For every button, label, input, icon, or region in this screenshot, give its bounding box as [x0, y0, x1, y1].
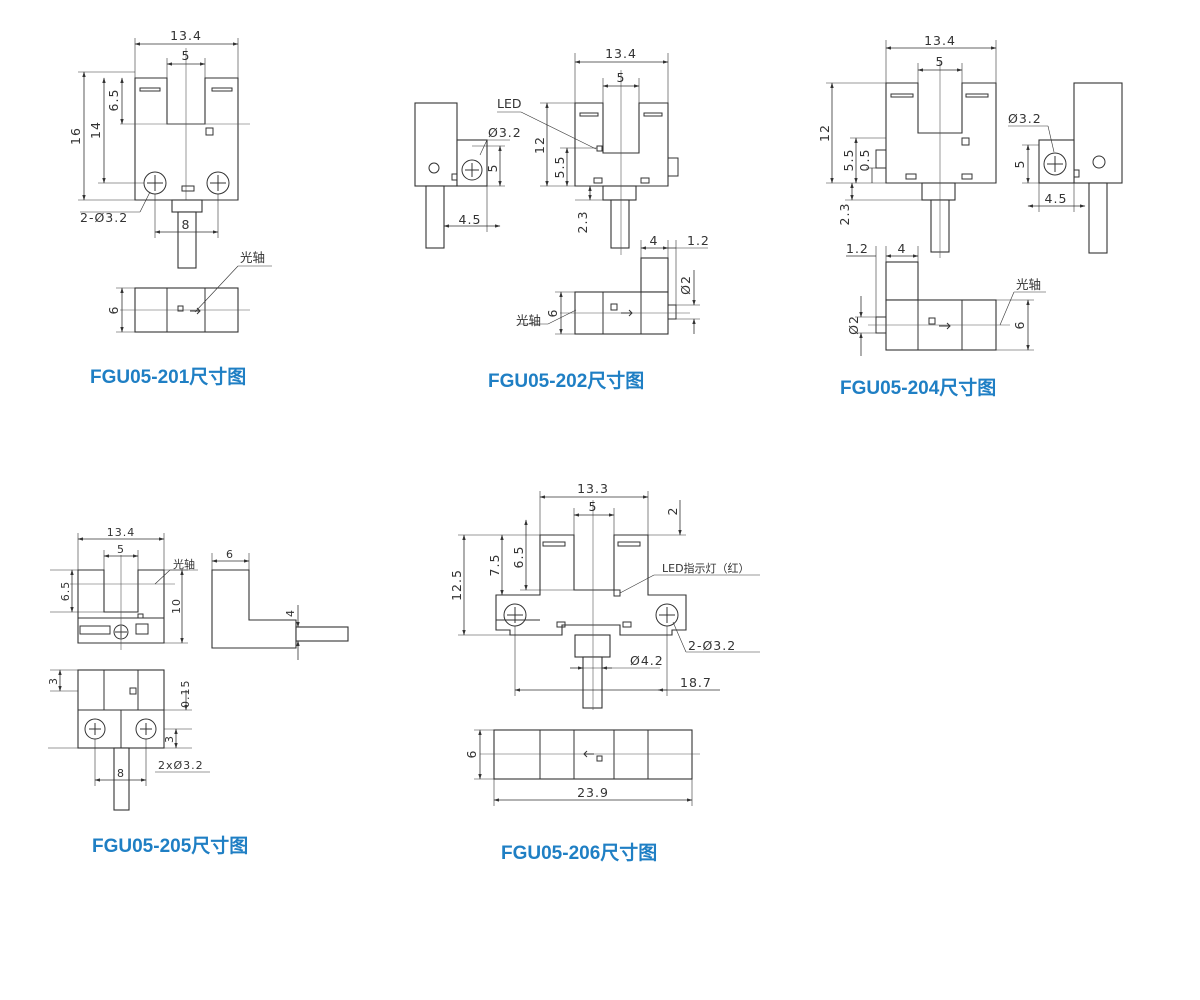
dim-led-diameter: Ø2 [846, 315, 861, 335]
optical-axis-label: 光轴 [516, 313, 541, 328]
dim-side-depth: 6 [226, 548, 234, 561]
arrow-right-icon [621, 309, 633, 317]
optical-axis-label: 光轴 [173, 557, 195, 571]
dim-height: 12 [532, 136, 547, 154]
dim-pitch: 8 [182, 217, 191, 232]
fgu05-201-front-body [134, 77, 239, 201]
dim-height: 12 [817, 124, 832, 142]
dim-top: 3 [47, 677, 60, 685]
dim-depth: 6 [106, 306, 121, 315]
fgu05-205-drawing: 13.4 5 光轴 6.5 10 6 4 [47, 526, 349, 811]
dim-depth-4: 4 [650, 233, 659, 248]
led-window-icon [205, 127, 214, 136]
dim-width: 13.3 [577, 481, 609, 496]
mounting-hole-icon [206, 171, 230, 195]
dim-height: 10 [170, 598, 183, 614]
led-label: LED [497, 96, 522, 111]
fgu05-205-side-body [211, 569, 297, 649]
mounting-hole-icon [655, 603, 679, 627]
led-indicator-label: LED指示灯（红） [662, 561, 750, 575]
title-fgu05-202: FGU05-202尺寸图 [488, 371, 645, 392]
optical-axis-label: 光轴 [1016, 277, 1041, 292]
dim-led-height: 7.5 [487, 554, 502, 577]
fgu05-206-front-body [495, 534, 687, 636]
mounting-hole-icon [461, 159, 483, 181]
dim-width: 13.4 [170, 28, 202, 43]
dim-depth: 6 [1012, 321, 1027, 330]
title-fgu05-206: FGU05-206尺寸图 [501, 843, 658, 864]
title-fgu05-204: FGU05-204尺寸图 [840, 378, 997, 399]
dim-slot: 5 [182, 48, 191, 63]
dim-hole-offset: 4.5 [459, 212, 482, 227]
fgu05-204-side-body [1073, 82, 1123, 184]
dim-height: 12.5 [449, 569, 464, 601]
dim-slot: 5 [589, 499, 598, 514]
dim-pitch: 18.7 [680, 675, 712, 690]
dim-hole: Ø3.2 [488, 125, 522, 140]
dim-top: 2 [665, 507, 680, 516]
optical-axis-label: 光轴 [240, 250, 265, 265]
fgu05-201-drawing: 13.4 5 16 14 6.5 2-Ø3.2 8 光轴 6 [68, 28, 272, 333]
dim-width: 13.4 [605, 46, 637, 61]
dim-stem: Ø4.2 [630, 653, 664, 668]
led-window-icon [596, 145, 603, 152]
dim-led-height: 5.5 [552, 156, 567, 179]
dim-led-diameter: Ø2 [678, 275, 693, 295]
fgu05-202-front-body [574, 102, 669, 187]
dim-led-offset: 1.2 [687, 233, 710, 248]
dim-led-offset: 0.5 [857, 149, 872, 172]
fgu05-204-drawing: 13.4 5 12 5.5 0.5 2.3 Ø3.2 5 4.5 [817, 33, 1123, 356]
dim-hole-height: 5 [1012, 160, 1027, 169]
dim-cable: 4 [284, 609, 297, 617]
arrow-right-icon [939, 322, 951, 330]
dim-length: 23.9 [577, 785, 609, 800]
dim-slot: 5 [117, 543, 125, 556]
cable-stem [177, 211, 197, 269]
dim-depth-4: 4 [898, 241, 907, 256]
dim-pitch: 8 [117, 767, 125, 780]
arrow-left-icon [583, 750, 594, 758]
led-window-icon [961, 137, 970, 146]
dim-hole: 2-Ø3.2 [688, 638, 736, 653]
fgu05-204-front-body [885, 82, 997, 184]
dim-hole-offset: 4.5 [1045, 191, 1068, 206]
dim-stem: 2.3 [837, 203, 852, 226]
dim-slot-depth: 6.5 [106, 89, 121, 112]
dim-hole: Ø3.2 [1008, 111, 1042, 126]
dim-led-x: 1.2 [846, 241, 869, 256]
dim-depth: 6 [545, 309, 560, 318]
dim-slot: 5 [617, 70, 626, 85]
dim-slot-depth: 6.5 [59, 581, 72, 602]
dim-led-height: 5.5 [841, 149, 856, 172]
title-fgu05-205: FGU05-205尺寸图 [92, 836, 249, 857]
dim-hole-height: 5 [485, 164, 500, 173]
dim-hole: 2-Ø3.2 [80, 210, 128, 225]
dim-depth: 6 [464, 750, 479, 759]
dim-slot: 5 [936, 54, 945, 69]
dim-bottom: 3 [163, 735, 176, 743]
mounting-hole-icon [1043, 152, 1067, 176]
fgu05-206-drawing: 13.3 5 2 12.5 7.5 6.5 LED指示灯（红） 2-Ø3.2 Ø… [449, 481, 760, 806]
dim-hole: 2xØ3.2 [158, 759, 204, 772]
dim-slot-depth: 6.5 [511, 546, 526, 569]
mounting-hole-icon [503, 603, 527, 627]
mounting-hole-icon [143, 171, 167, 195]
fgu05-202-drawing: 5 Ø3.2 4.5 LED 13.4 5 12 5.5 2.3 [414, 46, 710, 335]
dim-hole-height: 14 [88, 121, 103, 139]
fgu05-202-side-body [414, 102, 458, 187]
dim-stem: 2.3 [575, 211, 590, 234]
title-fgu05-201: FGU05-201尺寸图 [90, 367, 247, 388]
dim-width: 13.4 [107, 526, 136, 539]
dim-gap: 0.15 [179, 680, 192, 709]
dim-height: 16 [68, 127, 83, 145]
dim-width: 13.4 [924, 33, 956, 48]
